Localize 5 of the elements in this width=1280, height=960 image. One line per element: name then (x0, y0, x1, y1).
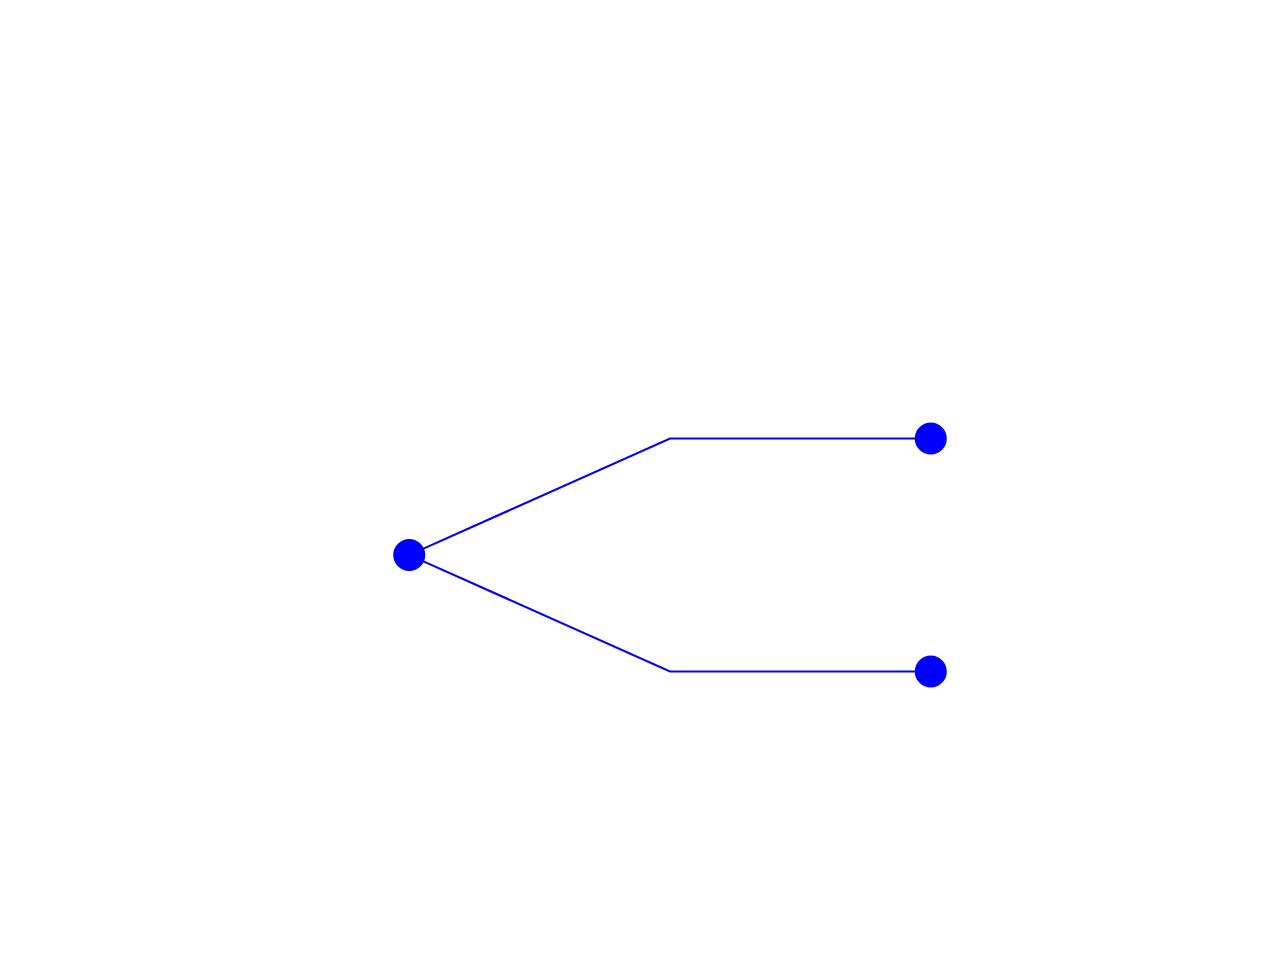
dot-node (393, 538, 426, 572)
connector-line (422, 437, 916, 550)
dot-node (914, 655, 947, 688)
dot-node (914, 422, 947, 455)
connector-line (422, 560, 916, 673)
